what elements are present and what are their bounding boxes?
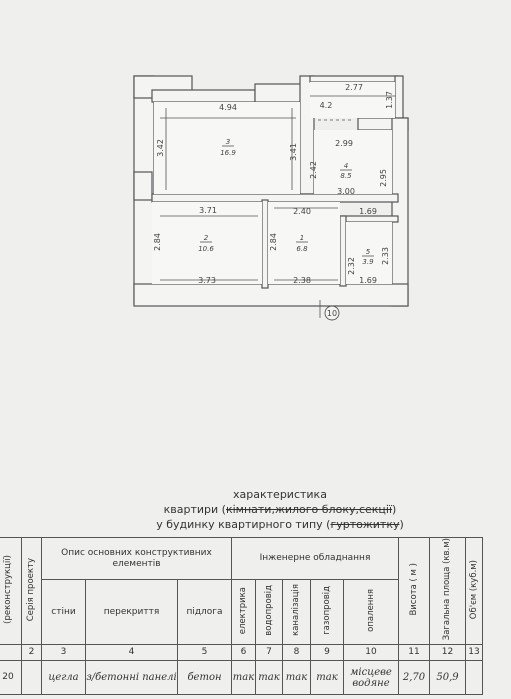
header-sewer: каналізація: [282, 579, 311, 646]
row-sewer: так: [282, 660, 311, 696]
row-electric: так: [231, 660, 256, 696]
num-col-10: 10: [343, 644, 399, 662]
header-gas: газопровід: [310, 579, 344, 646]
wall-balcony-top: [309, 75, 399, 83]
dim-1-69-top: 1.69: [359, 207, 377, 216]
floor-plan: 10 4.94 2.77 4.2 1.37 3.42 3.41 2.99 2.4…: [133, 75, 409, 321]
title-line-3-suffix: ): [399, 518, 404, 531]
row-series: [21, 660, 42, 696]
wall-top: [151, 89, 256, 103]
room-1-area-value: 6.8: [296, 245, 308, 253]
dim-2-42: 2.42: [309, 161, 318, 179]
num-col-7: 7: [255, 644, 283, 662]
dim-3-73: 3.73: [198, 276, 216, 285]
dim-4-2: 4.2: [320, 101, 333, 110]
title-line-3: у будинку квартирного типу (гуртожитку): [90, 517, 470, 532]
row-walls: цегла: [41, 660, 86, 696]
row-heating: місцеве водяне: [343, 660, 399, 696]
title-line-2-prefix: квартири (: [163, 503, 226, 516]
wall-bottom: [133, 283, 409, 307]
header-flooring: підлога: [177, 579, 232, 646]
header-floors: перекриття: [85, 579, 178, 646]
title-line-3-struck: гуртожитку: [330, 518, 400, 531]
header-electric: електрика: [231, 579, 256, 646]
num-col-13: 13: [465, 644, 483, 662]
dim-2-32: 2.32: [347, 257, 356, 275]
row-volume: [465, 660, 483, 696]
title-line-2-struck: кімнати,жилого блоку,секції: [225, 503, 393, 516]
header-heating: опалення: [343, 579, 399, 646]
room-5-area: [346, 222, 392, 284]
title-line-3-prefix: у будинку квартирного типу (: [156, 518, 331, 531]
wall-right: [391, 117, 409, 307]
header-structural: Опис основних конструктивних елементів: [41, 536, 232, 581]
row-floors: з/бетонні панелі: [85, 660, 178, 696]
num-col-1: [0, 644, 22, 662]
room-3-area: [154, 102, 300, 194]
dim-2-95: 2.95: [379, 169, 388, 187]
axis-marker-label: 10: [327, 309, 337, 318]
header-reconstruction: (реконструкції): [0, 536, 22, 646]
num-col-12: 12: [429, 644, 466, 662]
title-line-1: характеристика: [233, 488, 327, 501]
num-col-3: 3: [41, 644, 86, 662]
dim-3-00: 3.00: [337, 187, 355, 196]
balcony-area: [310, 82, 395, 118]
room-2-area-value: 10.6: [198, 245, 214, 253]
room-2-number: 2: [204, 234, 209, 242]
header-walls: стіни: [41, 579, 86, 646]
room-5-number: 5: [366, 248, 371, 256]
dim-4-94: 4.94: [219, 103, 237, 112]
characteristics-table: (реконструкції) Серія проекту Опис основ…: [0, 536, 483, 696]
room-4-area-value: 8.5: [340, 172, 352, 180]
header-engineering: Інженерне обладнання: [231, 536, 399, 581]
num-col-2: 2: [21, 644, 42, 662]
title-line-2-suffix: ): [392, 503, 397, 516]
title-line-2: квартири (кімнати,жилого блоку,секції): [90, 502, 470, 517]
row-col-1: 20: [0, 660, 22, 696]
room-3-area-value: 16.9: [220, 149, 236, 157]
room-1-area: [268, 202, 340, 284]
wall-partition-1-5: [339, 215, 347, 287]
wall-bath-top: [339, 215, 399, 223]
row-flooring: бетон: [177, 660, 232, 696]
room-1-number: 1: [300, 234, 304, 242]
dim-1-69-bottom: 1.69: [359, 276, 377, 285]
header-water: водопровід: [255, 579, 283, 646]
room-4-number: 4: [344, 162, 348, 170]
row-height: 2,70: [398, 660, 430, 696]
room-4-area: [314, 130, 392, 194]
dim-2-84-left: 2.84: [153, 233, 162, 251]
wall-left-notch: [133, 171, 153, 201]
num-col-11: 11: [398, 644, 430, 662]
header-height: Висота ( м ): [398, 536, 430, 646]
header-series: Серія проекту: [21, 536, 42, 646]
dim-2-84-mid: 2.84: [269, 233, 278, 251]
dim-2-38: 2.38: [293, 276, 311, 285]
wall-mid-horizontal: [151, 193, 399, 203]
dim-1-37: 1.37: [385, 91, 394, 109]
document-title: характеристика квартири (кімнати,жилого …: [90, 487, 470, 532]
row-total-area: 50,9: [429, 660, 466, 696]
dim-2-77: 2.77: [345, 83, 363, 92]
num-col-8: 8: [282, 644, 311, 662]
dim-2-99: 2.99: [335, 139, 353, 148]
row-water: так: [255, 660, 283, 696]
num-col-5: 5: [177, 644, 232, 662]
room-5-area-value: 3.9: [362, 258, 374, 266]
num-col-4: 4: [85, 644, 178, 662]
num-col-6: 6: [231, 644, 256, 662]
dim-3-41: 3.41: [289, 143, 298, 161]
dim-3-42: 3.42: [156, 139, 165, 157]
num-col-9: 9: [310, 644, 344, 662]
axis-marker-circle: [324, 305, 340, 321]
dim-2-33: 2.33: [381, 247, 390, 265]
row-gas: так: [310, 660, 344, 696]
room-3-number: 3: [226, 138, 230, 146]
dim-3-71: 3.71: [199, 206, 217, 215]
dim-2-40: 2.40: [293, 207, 311, 216]
wall-partition-2-1: [261, 199, 269, 289]
header-total-area: Загальна площа (кв.м): [429, 536, 466, 646]
header-volume: Об'єм (куб.м): [465, 536, 483, 646]
